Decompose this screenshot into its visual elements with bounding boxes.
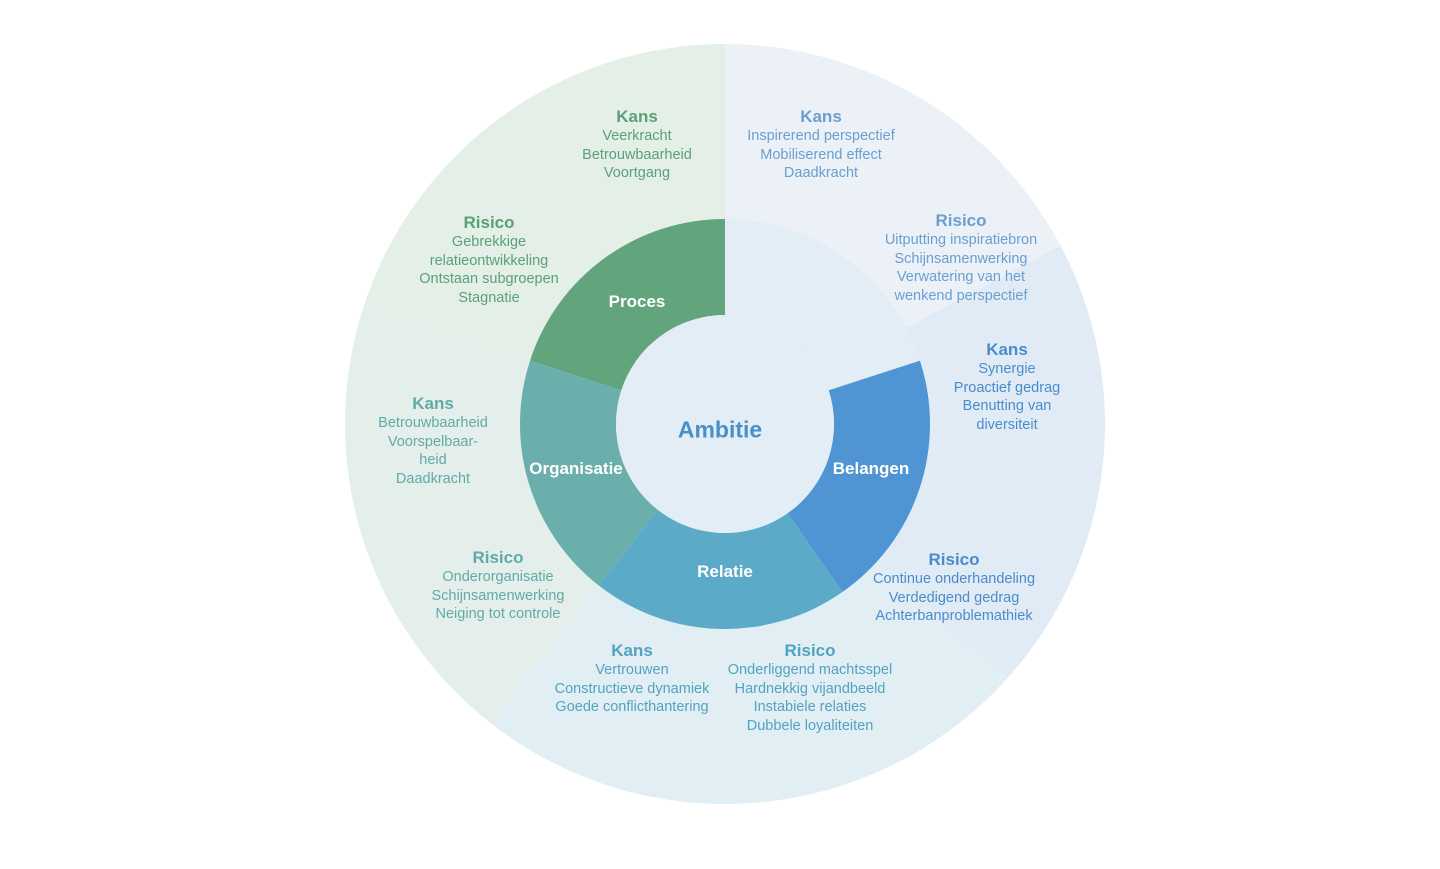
proces-risico-group: Risico Gebrekkige relatieontwikkeling On… — [419, 213, 558, 307]
group-line: Veerkracht — [602, 128, 672, 144]
group-heading: Kans — [800, 107, 842, 126]
group-heading: Risico — [935, 211, 987, 230]
ambitie-kans-group: Kans Inspirerend perspectief Mobiliseren… — [747, 107, 895, 183]
group-line: Constructieve dynamiek — [554, 680, 710, 697]
group-heading: Kans — [986, 340, 1028, 359]
group-heading: Kans — [412, 394, 454, 413]
proces-kans-group: Kans Veerkracht Betrouwbaarheid Voortgan… — [582, 107, 692, 183]
group-line: Goede conflicthantering — [555, 699, 709, 715]
belangen-risico-group: Risico Continue onderhandeling Verdedige… — [873, 550, 1035, 626]
group-line: Vertrouwen — [595, 662, 669, 678]
group-line: Schijnsamenwerking — [431, 587, 565, 604]
group-line: Proactief gedrag — [953, 379, 1061, 396]
group-line: Verdedigend gedrag — [888, 589, 1020, 606]
group-line: Achterbanproblemathiek — [875, 608, 1033, 624]
segment-label-belangen: Belangen — [832, 459, 910, 478]
inner-segment-relatie — [598, 509, 843, 629]
group-line: Gebrekkige — [451, 234, 527, 250]
group-line: Dubbele loyaliteiten — [746, 717, 874, 734]
group-heading: Kans — [611, 641, 653, 660]
group-line: Neiging tot controle — [435, 606, 561, 622]
organisatie-kans-group: Kans Betrouwbaarheid Voorspelbaar- heid … — [378, 394, 488, 488]
group-line: Betrouwbaarheid — [582, 146, 692, 163]
center-label-ambitie: Ambitie — [677, 416, 763, 443]
group-line: Ontstaan subgroepen — [419, 271, 559, 287]
inner-segment-organisatie — [520, 360, 658, 586]
organisatie-risico-group: Risico Onderorganisatie Schijnsamenwerki… — [432, 548, 565, 624]
group-line: Hardnekkig vijandbeeld — [734, 680, 886, 697]
group-heading: Risico — [784, 641, 836, 660]
group-heading: Risico — [928, 550, 980, 569]
group-line: heid — [419, 452, 447, 468]
group-line: Schijnsamenwerking — [894, 250, 1028, 267]
segment-label-organisatie: Organisatie — [529, 459, 623, 478]
group-line: Benutting van — [962, 398, 1052, 414]
segment-label-relatie: Relatie — [697, 562, 753, 581]
group-heading: Kans — [616, 107, 658, 126]
group-line: Inspirerend perspectief — [747, 128, 895, 144]
relatie-kans-group: Kans Vertrouwen Constructieve dynamiek G… — [555, 641, 710, 717]
group-line: diversiteit — [976, 416, 1038, 433]
group-line: Mobiliserend effect — [760, 146, 882, 163]
center-hole — [616, 315, 834, 533]
group-line: Onderliggend machtsspel — [727, 662, 893, 678]
inner-segment-belangen — [787, 360, 930, 592]
group-line: Instabiele relaties — [753, 699, 867, 715]
group-line: Daadkracht — [783, 165, 859, 181]
group-heading: Risico — [472, 548, 524, 567]
relatie-risico-group: Risico Onderliggend machtsspel Hardnekki… — [728, 641, 892, 735]
belangen-kans-group: Kans Synergie Proactief gedrag Benutting… — [954, 340, 1060, 434]
group-line: Uitputting inspiratiebron — [884, 232, 1038, 248]
group-line: relatieontwikkeling — [429, 252, 549, 269]
group-line: Onderorganisatie — [442, 569, 554, 585]
segment-label-proces: Proces — [608, 292, 666, 311]
group-line: Verwatering van het — [896, 269, 1026, 285]
group-line: Synergie — [978, 361, 1036, 377]
group-line: Daadkracht — [395, 470, 471, 487]
group-line: Betrouwbaarheid — [378, 415, 488, 431]
group-line: Stagnatie — [458, 289, 520, 306]
ambitie-risico-group: Risico Uitputting inspiratiebron Schijns… — [885, 211, 1037, 305]
group-line: Voorspelbaar- — [387, 433, 479, 450]
group-line: wenkend perspectief — [894, 287, 1028, 304]
group-line: Voortgang — [603, 165, 671, 181]
group-line: Continue onderhandeling — [872, 571, 1036, 587]
group-heading: Risico — [463, 213, 515, 232]
inner-segment-proces — [530, 219, 725, 391]
